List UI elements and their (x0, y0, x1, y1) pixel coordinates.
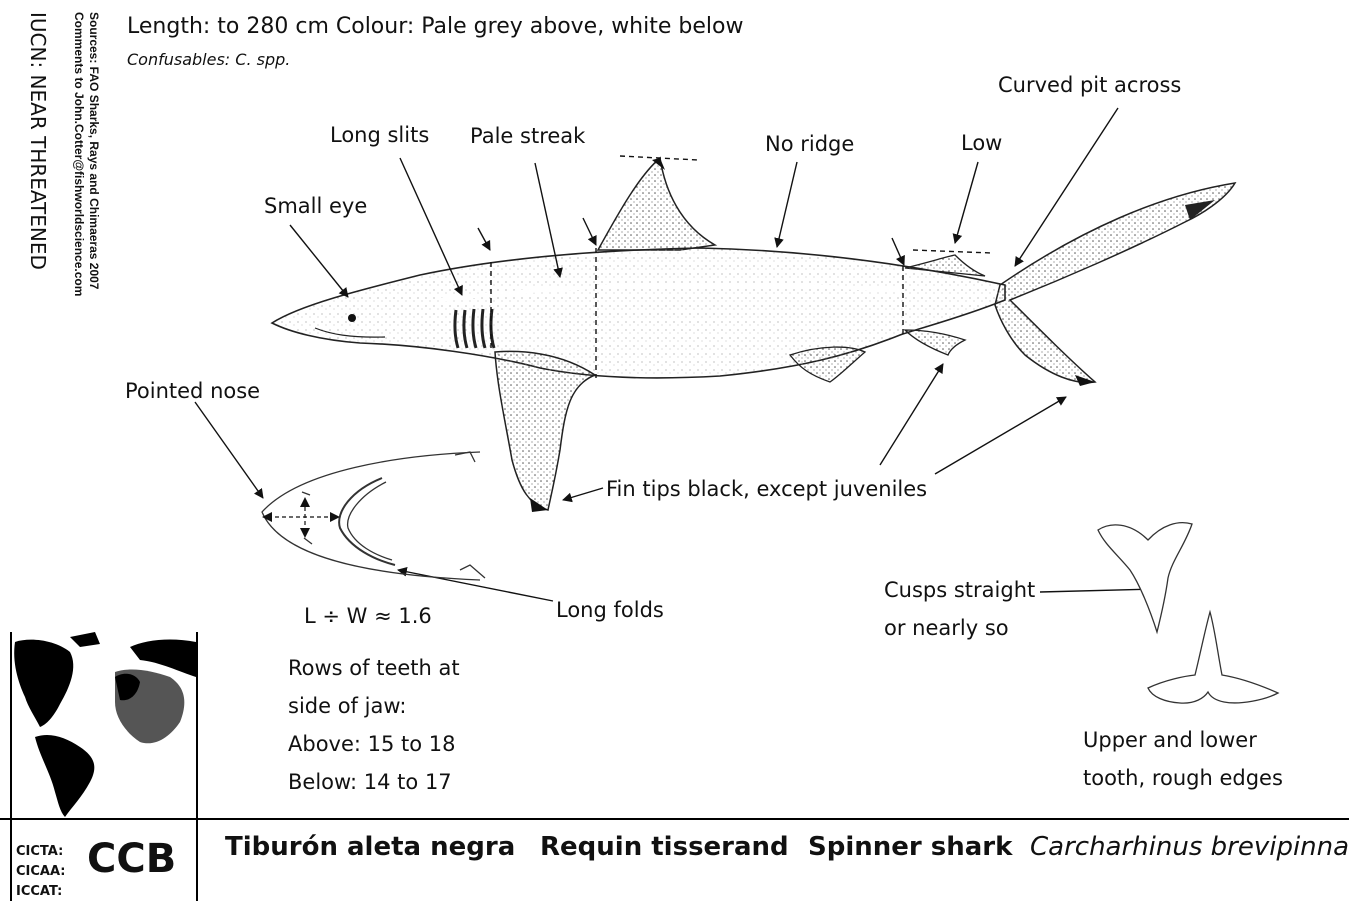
footer-left-rule (10, 632, 12, 901)
pectoral-fin (495, 351, 595, 510)
caudal-fin (995, 183, 1235, 383)
code-cicaa: CICAA: (16, 864, 65, 879)
label-pale-streak: Pale streak (470, 124, 585, 148)
label-long-slits: Long slits (330, 123, 429, 147)
label-tooth-2: tooth, rough edges (1083, 766, 1283, 790)
label-small-eye: Small eye (264, 194, 367, 218)
label-rows-1: Rows of teeth at (288, 656, 460, 680)
name-spanish: Tiburón aleta negra (225, 832, 515, 862)
code-iccat: ICCAT: (16, 884, 62, 899)
species-code: CCB (87, 836, 176, 882)
label-no-ridge: No ridge (765, 132, 854, 156)
label-long-folds: Long folds (556, 598, 664, 622)
shark-body (272, 248, 1005, 378)
teeth-illustration (1098, 523, 1278, 703)
footer-top-rule (0, 818, 1349, 820)
label-ratio: L ÷ W ≈ 1.6 (304, 604, 432, 628)
label-low: Low (961, 131, 1002, 155)
label-tooth-1: Upper and lower (1083, 728, 1257, 752)
head-underside (262, 452, 485, 580)
label-below: Below: 14 to 17 (288, 770, 452, 794)
label-cusps-1: Cusps straight (884, 578, 1035, 602)
name-french: Requin tisserand (540, 832, 789, 862)
name-english: Spinner shark (808, 832, 1012, 862)
world-map (10, 632, 196, 818)
label-curved-pit: Curved pit across (998, 73, 1181, 97)
code-cicta: CICTA: (16, 844, 63, 859)
dorsal-fin (598, 158, 715, 250)
label-rows-2: side of jaw: (288, 694, 406, 718)
label-above: Above: 15 to 18 (288, 732, 456, 756)
name-scientific: Carcharhinus brevipinna (1030, 832, 1349, 862)
label-pointed-nose: Pointed nose (125, 379, 260, 403)
label-cusps-2: or nearly so (884, 616, 1009, 640)
label-fin-tips: Fin tips black, except juveniles (606, 477, 927, 501)
footer-mid-rule (196, 632, 198, 901)
